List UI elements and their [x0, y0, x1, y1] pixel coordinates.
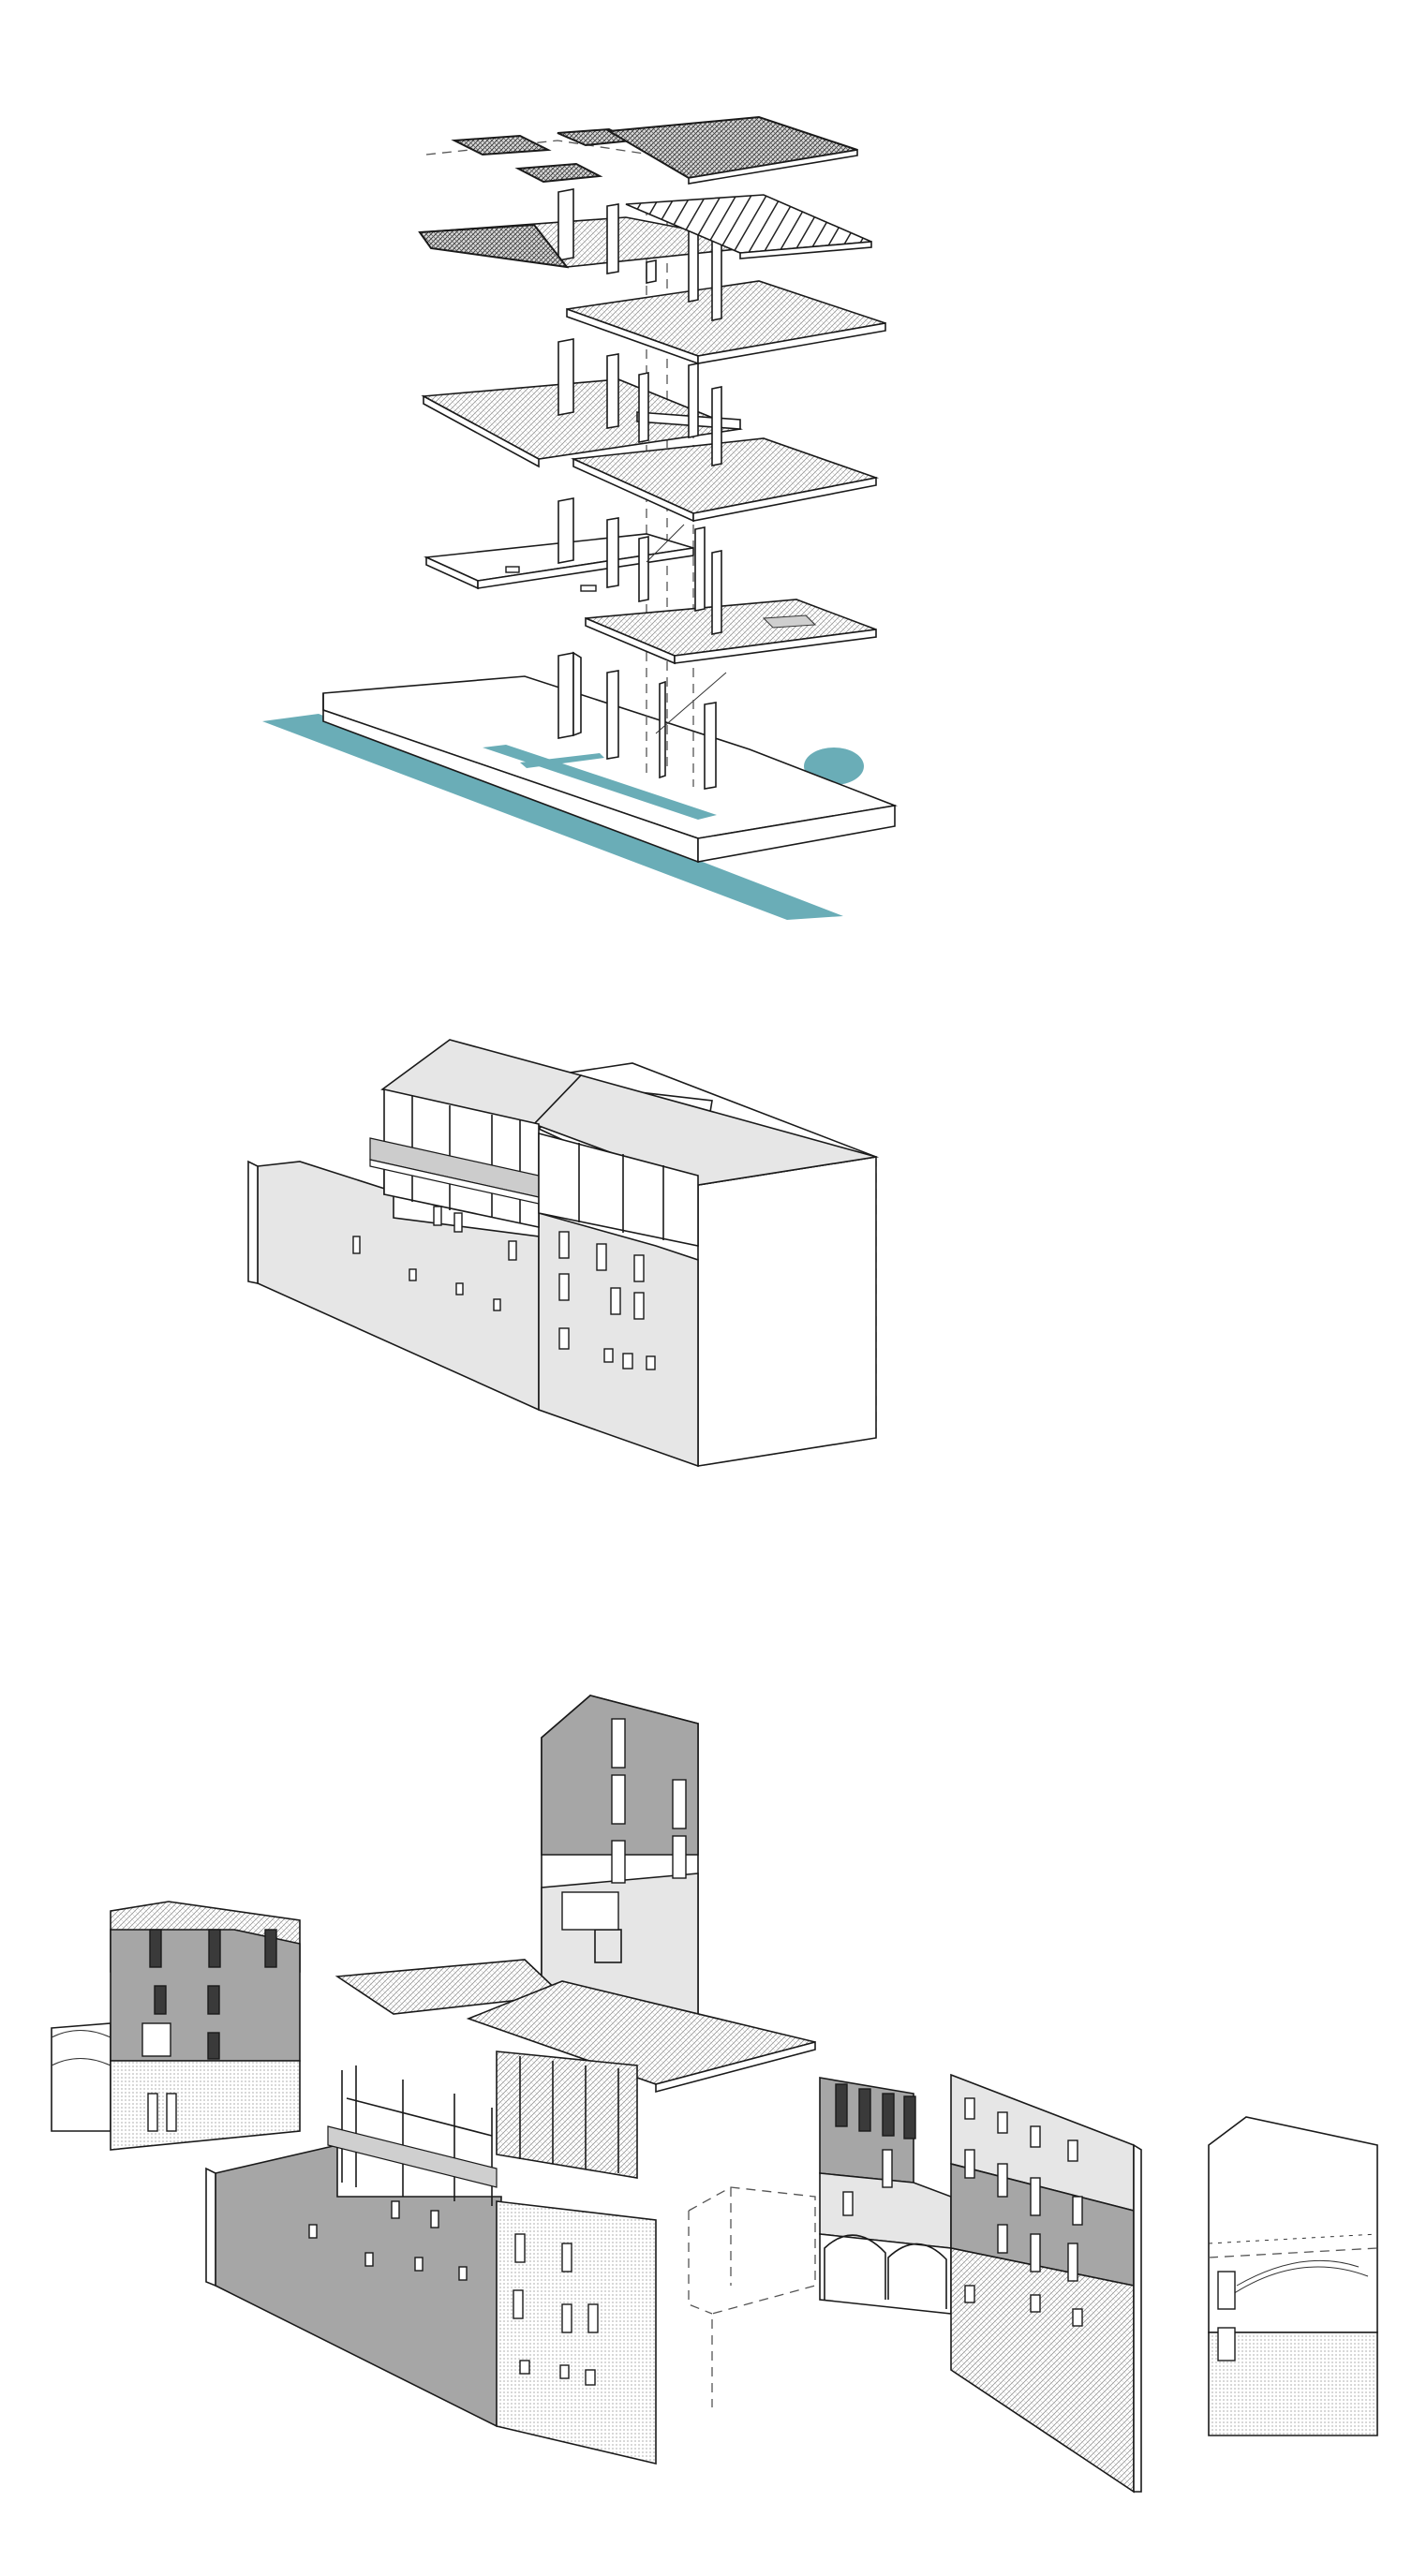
exploded-axonometric — [262, 115, 899, 920]
roof-top — [425, 115, 858, 185]
front-wall-right — [538, 1211, 699, 1468]
glazed-storey-right — [538, 1132, 699, 1247]
level-2-columns — [557, 338, 722, 466]
roofs — [380, 1039, 877, 1191]
left-house — [51, 1901, 301, 2151]
windows-left — [352, 1206, 517, 1311]
stair-level-1 — [646, 524, 685, 563]
arcade-building — [819, 2077, 952, 2315]
level-1-columns — [557, 497, 722, 635]
roof-pergola — [418, 194, 872, 269]
facade-axonometric — [247, 1039, 880, 1468]
exploded-elevations — [51, 1695, 1378, 2494]
ground-columns — [557, 651, 717, 790]
level-1-slabs — [423, 533, 877, 665]
stair-ground — [655, 672, 727, 734]
level-2-slabs — [421, 378, 880, 523]
front-wall-pergola — [205, 2065, 657, 2465]
tower — [541, 1695, 699, 2034]
pergola-frame — [327, 2065, 498, 2206]
central-glazed-storey — [496, 2050, 638, 2179]
water-strip — [262, 714, 843, 920]
windows-right — [558, 1231, 656, 1370]
level-3-columns — [557, 188, 722, 321]
glazed-storey-left — [369, 1088, 540, 1228]
arcade-building-right — [950, 2073, 1142, 2494]
dashed-neighbour — [688, 2186, 816, 2407]
gable-building — [1208, 2116, 1378, 2436]
